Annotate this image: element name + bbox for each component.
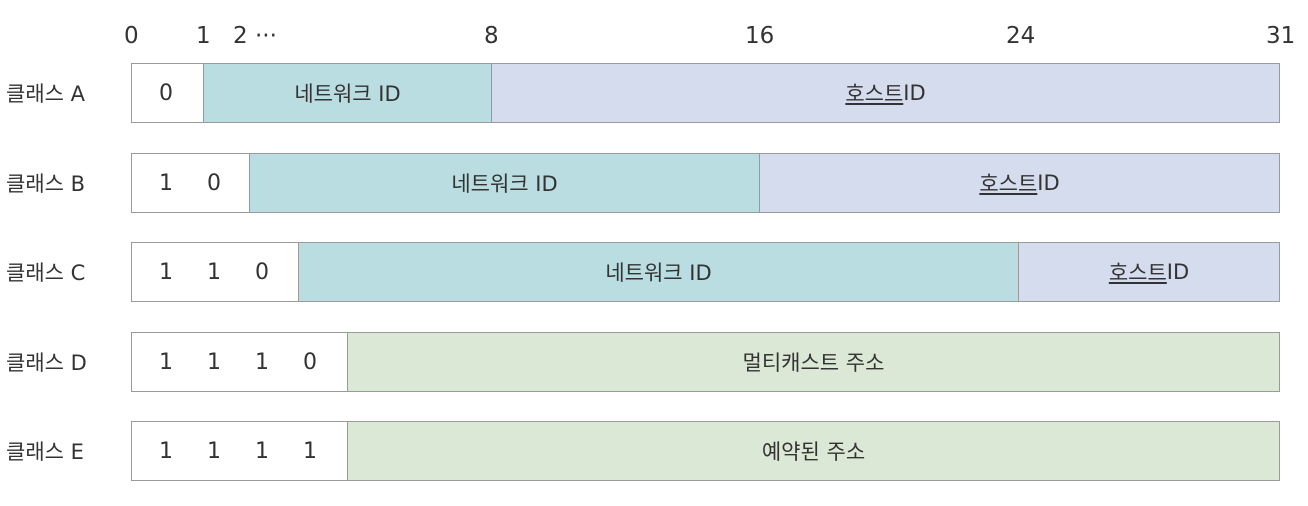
tick-1: 1: [196, 23, 211, 49]
class-a-bar: 0 네트워크 ID 호스트 ID: [131, 63, 1280, 123]
class-c-label: 클래스 C: [6, 261, 86, 285]
tick-24: 24: [1006, 23, 1036, 49]
class-e-bar: 1 1 1 1 예약된 주소: [131, 421, 1280, 481]
tick-16: 16: [745, 23, 775, 49]
bit-value: 0: [207, 170, 221, 196]
class-d-label: 클래스 D: [6, 351, 87, 375]
class-b-host-id: 호스트 ID: [760, 153, 1280, 213]
bit-value: 1: [159, 349, 173, 375]
class-d-multicast-address: 멀티캐스트 주소: [348, 332, 1280, 392]
bit-value: 1: [255, 438, 269, 464]
host-id-suffix: ID: [903, 81, 926, 105]
host-id-suffix: ID: [1037, 171, 1060, 195]
bit-value: 1: [207, 259, 221, 285]
bit-value: 1: [207, 349, 221, 375]
class-a-prefix-bits: 0: [131, 63, 204, 123]
class-e-label: 클래스 E: [6, 440, 84, 464]
bit-value: 0: [159, 80, 173, 106]
class-b-network-id: 네트워크 ID: [250, 153, 760, 213]
bit-value: 1: [159, 170, 173, 196]
class-c-network-id: 네트워크 ID: [299, 242, 1019, 302]
class-c-host-id: 호스트 ID: [1019, 242, 1280, 302]
tick-31: 31: [1266, 23, 1296, 49]
class-a-host-id: 호스트 ID: [492, 63, 1280, 123]
class-b-label: 클래스 B: [6, 172, 86, 196]
bit-value: 0: [303, 349, 317, 375]
bit-value: 0: [255, 259, 269, 285]
host-label: 호스트: [979, 172, 1038, 196]
class-a-network-id: 네트워크 ID: [204, 63, 492, 123]
class-a-label: 클래스 A: [6, 82, 86, 106]
bit-value: 1: [159, 438, 173, 464]
tick-8: 8: [484, 23, 499, 49]
class-e-reserved-address: 예약된 주소: [348, 421, 1280, 481]
host-label: 호스트: [1108, 261, 1167, 285]
bit-value: 1: [255, 349, 269, 375]
bit-value: 1: [303, 438, 317, 464]
host-id-suffix: ID: [1166, 260, 1190, 284]
class-d-prefix-bits: 1 1 1 0: [131, 332, 348, 392]
bit-value: 1: [159, 259, 173, 285]
class-c-bar: 1 1 0 네트워크 ID 호스트 ID: [131, 242, 1280, 302]
host-label: 호스트: [845, 82, 904, 106]
tick-2: 2 ···: [233, 23, 277, 49]
bit-value: 1: [207, 438, 221, 464]
class-e-prefix-bits: 1 1 1 1: [131, 421, 348, 481]
tick-0: 0: [124, 23, 139, 49]
class-d-bar: 1 1 1 0 멀티캐스트 주소: [131, 332, 1280, 392]
class-c-prefix-bits: 1 1 0: [131, 242, 299, 302]
